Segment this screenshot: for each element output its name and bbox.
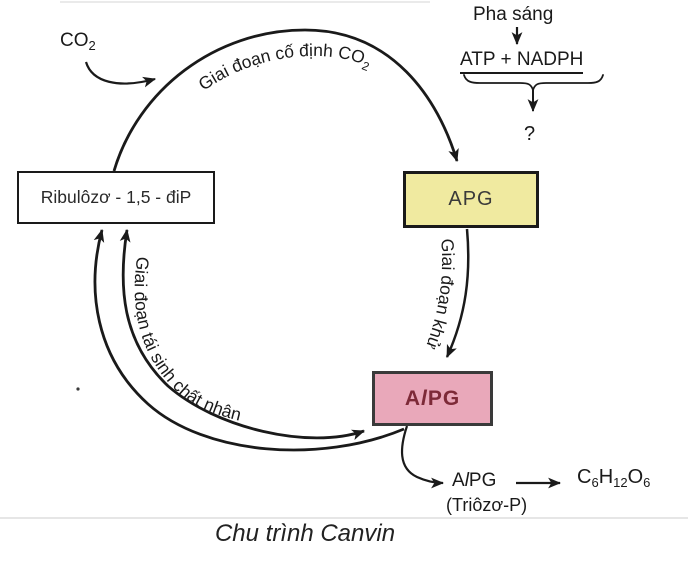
underbrace: [463, 74, 604, 93]
co2-entry-arrow: [84, 61, 157, 88]
ribulose-box-label: Ribulôzơ - 1,5 - điP: [40, 187, 192, 207]
stray-dot: [76, 387, 80, 391]
reduction-arc-arrow: [445, 228, 470, 358]
alpg-export-label: AlPG: [452, 470, 497, 491]
atp-nadph-label: ATP + NADPH: [460, 49, 584, 74]
triose-label: (Triôzơ-P): [446, 495, 528, 515]
light-phase-label: Pha sáng: [473, 4, 554, 25]
export-branch-arrow: [400, 425, 445, 489]
alpg-box: AlPG: [372, 371, 493, 426]
co2-subscript: 2: [88, 38, 96, 53]
reduction-label: Giai đoạn khử: [422, 238, 458, 353]
fixation-arc-arrow: [112, 28, 459, 172]
ribulose-box: Ribulôzơ - 1,5 - điP: [17, 171, 215, 224]
co2-label: CO2: [60, 30, 96, 53]
regeneration-label: Giai đoạn tái sinh chất nhận: [131, 256, 244, 425]
apg-box: APG: [403, 171, 539, 228]
apg-box-label: APG: [448, 188, 494, 210]
question-label: ?: [524, 123, 536, 145]
regeneration-inner-arc-arrow: [119, 228, 366, 440]
glucose-formula-label: C6H12O6: [577, 466, 651, 490]
diagram-caption: Chu trình Canvin: [214, 520, 396, 547]
alpg-box-label: AlPG: [404, 386, 461, 410]
